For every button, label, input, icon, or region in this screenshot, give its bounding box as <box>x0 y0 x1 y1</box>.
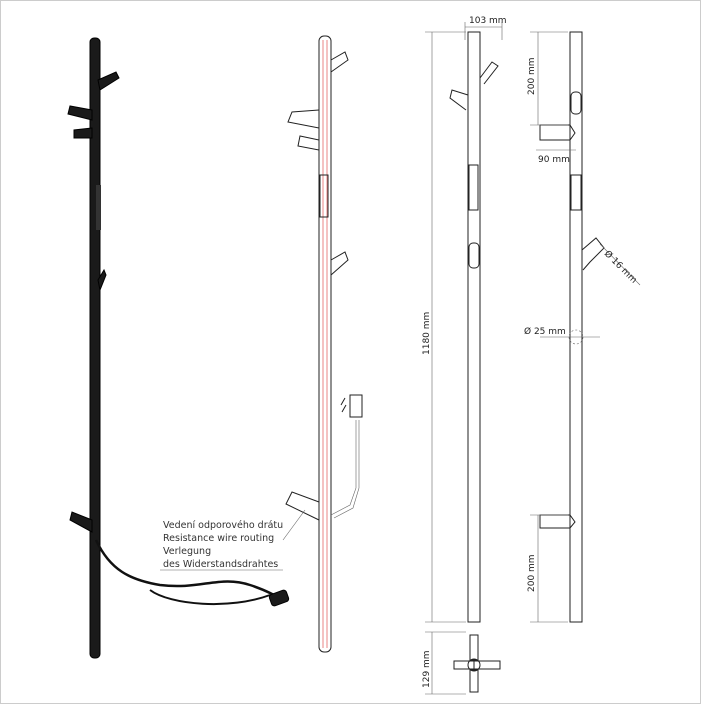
dim-width-top: 103 mm <box>469 16 507 26</box>
dim-height-total: 1180 mm <box>422 312 432 355</box>
dim-top-hook-offset: 200 mm <box>527 57 537 95</box>
base-view <box>425 631 501 695</box>
wire-routing-drawing <box>282 35 363 653</box>
wire-routing-note: Vedení odporového drátu Resistance wire … <box>163 520 286 570</box>
dim-hook-diameter: Ø 16 mm <box>602 248 639 285</box>
dim-base-depth: 129 mm <box>422 650 432 688</box>
product-photo <box>67 37 290 659</box>
side-view <box>530 31 641 623</box>
dim-hook-depth: 90 mm <box>538 155 570 165</box>
dim-bottom-hook-offset: 200 mm <box>527 554 537 592</box>
front-view <box>425 22 503 623</box>
dim-rail-diameter: Ø 25 mm <box>524 326 566 337</box>
